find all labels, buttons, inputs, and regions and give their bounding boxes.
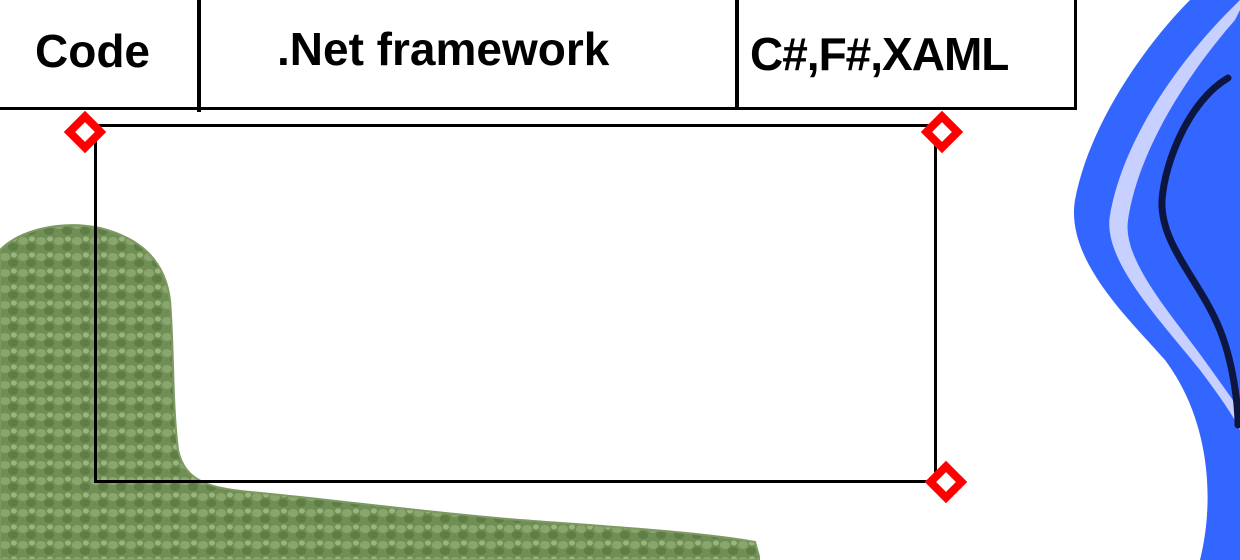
table-bottom-border	[0, 107, 1077, 110]
foliage-illustration	[0, 224, 760, 560]
water-stroke-illustration	[1073, 0, 1240, 560]
code-cell[interactable]: Code	[35, 25, 150, 77]
table-divider	[735, 0, 739, 108]
selection-box[interactable]	[94, 124, 937, 483]
net-framework-cell[interactable]: .Net framework	[277, 23, 610, 75]
table-header-row: Code .Net framework C#,F#,XAML	[0, 0, 1077, 112]
table-right-border	[1074, 0, 1077, 110]
languages-cell[interactable]: C#,F#,XAML	[750, 28, 1009, 80]
table-divider	[197, 0, 201, 112]
